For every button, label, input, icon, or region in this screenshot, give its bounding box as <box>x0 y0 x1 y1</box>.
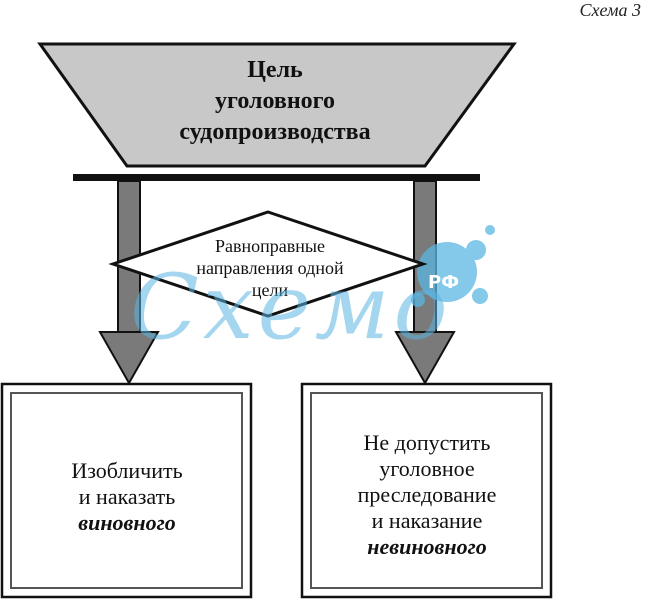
right-box-line: и наказание <box>371 508 483 533</box>
left-arrow <box>98 180 160 386</box>
right-box-line: преследование <box>357 482 497 507</box>
diamond-shape <box>108 210 428 318</box>
right-box-line: Не допустить <box>363 430 491 455</box>
watermark-splash <box>411 225 495 307</box>
right-box-line: уголовное <box>379 456 475 481</box>
diamond-label: Равноправные направления одной цели <box>170 235 370 301</box>
goal-title-line: уголовного <box>215 88 335 114</box>
left-box <box>0 382 253 599</box>
left-box-line: Изобличить <box>71 458 183 483</box>
left-box-text: Изобличить и наказать виновного <box>20 458 234 536</box>
goal-title: Цель уголовного судопроизводства <box>150 55 400 148</box>
goal-title-line: Цель <box>247 57 303 83</box>
right-box-text: Не допустить уголовное преследование и н… <box>316 430 538 560</box>
left-box-line: и наказать <box>78 484 176 509</box>
diamond-label-line: цели <box>251 280 289 300</box>
right-box-emphasis: невиновного <box>367 534 487 559</box>
goal-trapezoid <box>37 42 517 168</box>
divider-bar <box>73 174 480 181</box>
diamond-label-line: Равноправные <box>215 236 325 256</box>
diamond-label-line: направления одной <box>196 258 344 278</box>
right-box <box>300 382 553 599</box>
left-box-emphasis: виновного <box>78 510 176 535</box>
goal-title-line: судопроизводства <box>179 119 371 145</box>
scheme-label: Схема 3 <box>579 0 641 20</box>
